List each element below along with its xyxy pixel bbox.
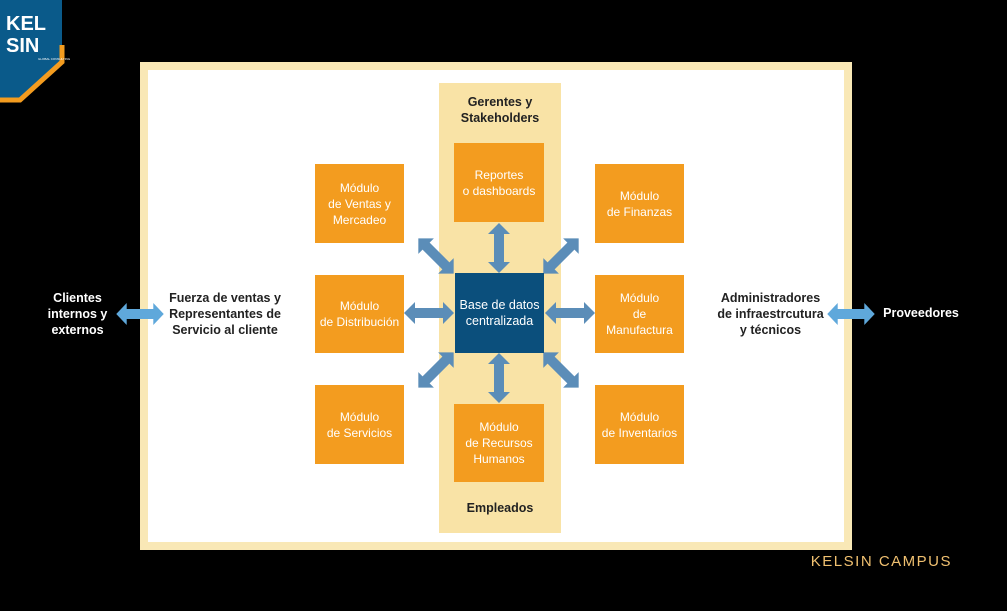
arrow-down	[488, 353, 510, 403]
module-reportes: Reportes o dashboards	[454, 143, 544, 222]
module-inventarios: Módulo de Inventarios	[595, 385, 684, 464]
label-proveedores: Proveedores	[883, 306, 959, 320]
module-distribucion: Módulo de Distribución	[315, 275, 404, 353]
logo-subtext: GLOBAL CONSULTING	[38, 57, 71, 61]
label-empleados: Empleados	[466, 501, 534, 515]
label-administradores: Administradores de infraestrcutura y téc…	[717, 291, 824, 337]
footer-brand: KELSIN CAMPUS	[810, 553, 952, 570]
module-finanzas: Módulo de Finanzas	[595, 164, 684, 243]
label-gerentes: Gerentes y Stakeholders	[460, 95, 540, 125]
arrow-up-left	[410, 230, 462, 282]
arrow-right	[545, 302, 595, 324]
central-database: Base de datos centralizada	[455, 273, 544, 353]
kelsin-logo: KEL SIN GLOBAL CONSULTING	[0, 0, 72, 105]
arrow-outer-right	[827, 303, 875, 325]
module-ventas: Módulo de Ventas y Mercadeo	[315, 164, 404, 243]
logo-text-2: SIN	[6, 35, 39, 57]
arrow-up	[488, 223, 510, 273]
label-clientes: Clientes internos y externos	[47, 291, 108, 337]
label-fuerza-ventas: Fuerza de ventas y Representantes de Ser…	[169, 291, 281, 337]
module-manufactura: Módulo de Manufactura	[595, 275, 684, 353]
module-servicios: Módulo de Servicios	[315, 385, 404, 464]
module-rrhh: Módulo de Recursos Humanos	[454, 404, 544, 482]
arrow-down-left	[410, 344, 462, 396]
arrow-left	[404, 302, 454, 324]
logo-text-1: KEL	[6, 13, 46, 35]
